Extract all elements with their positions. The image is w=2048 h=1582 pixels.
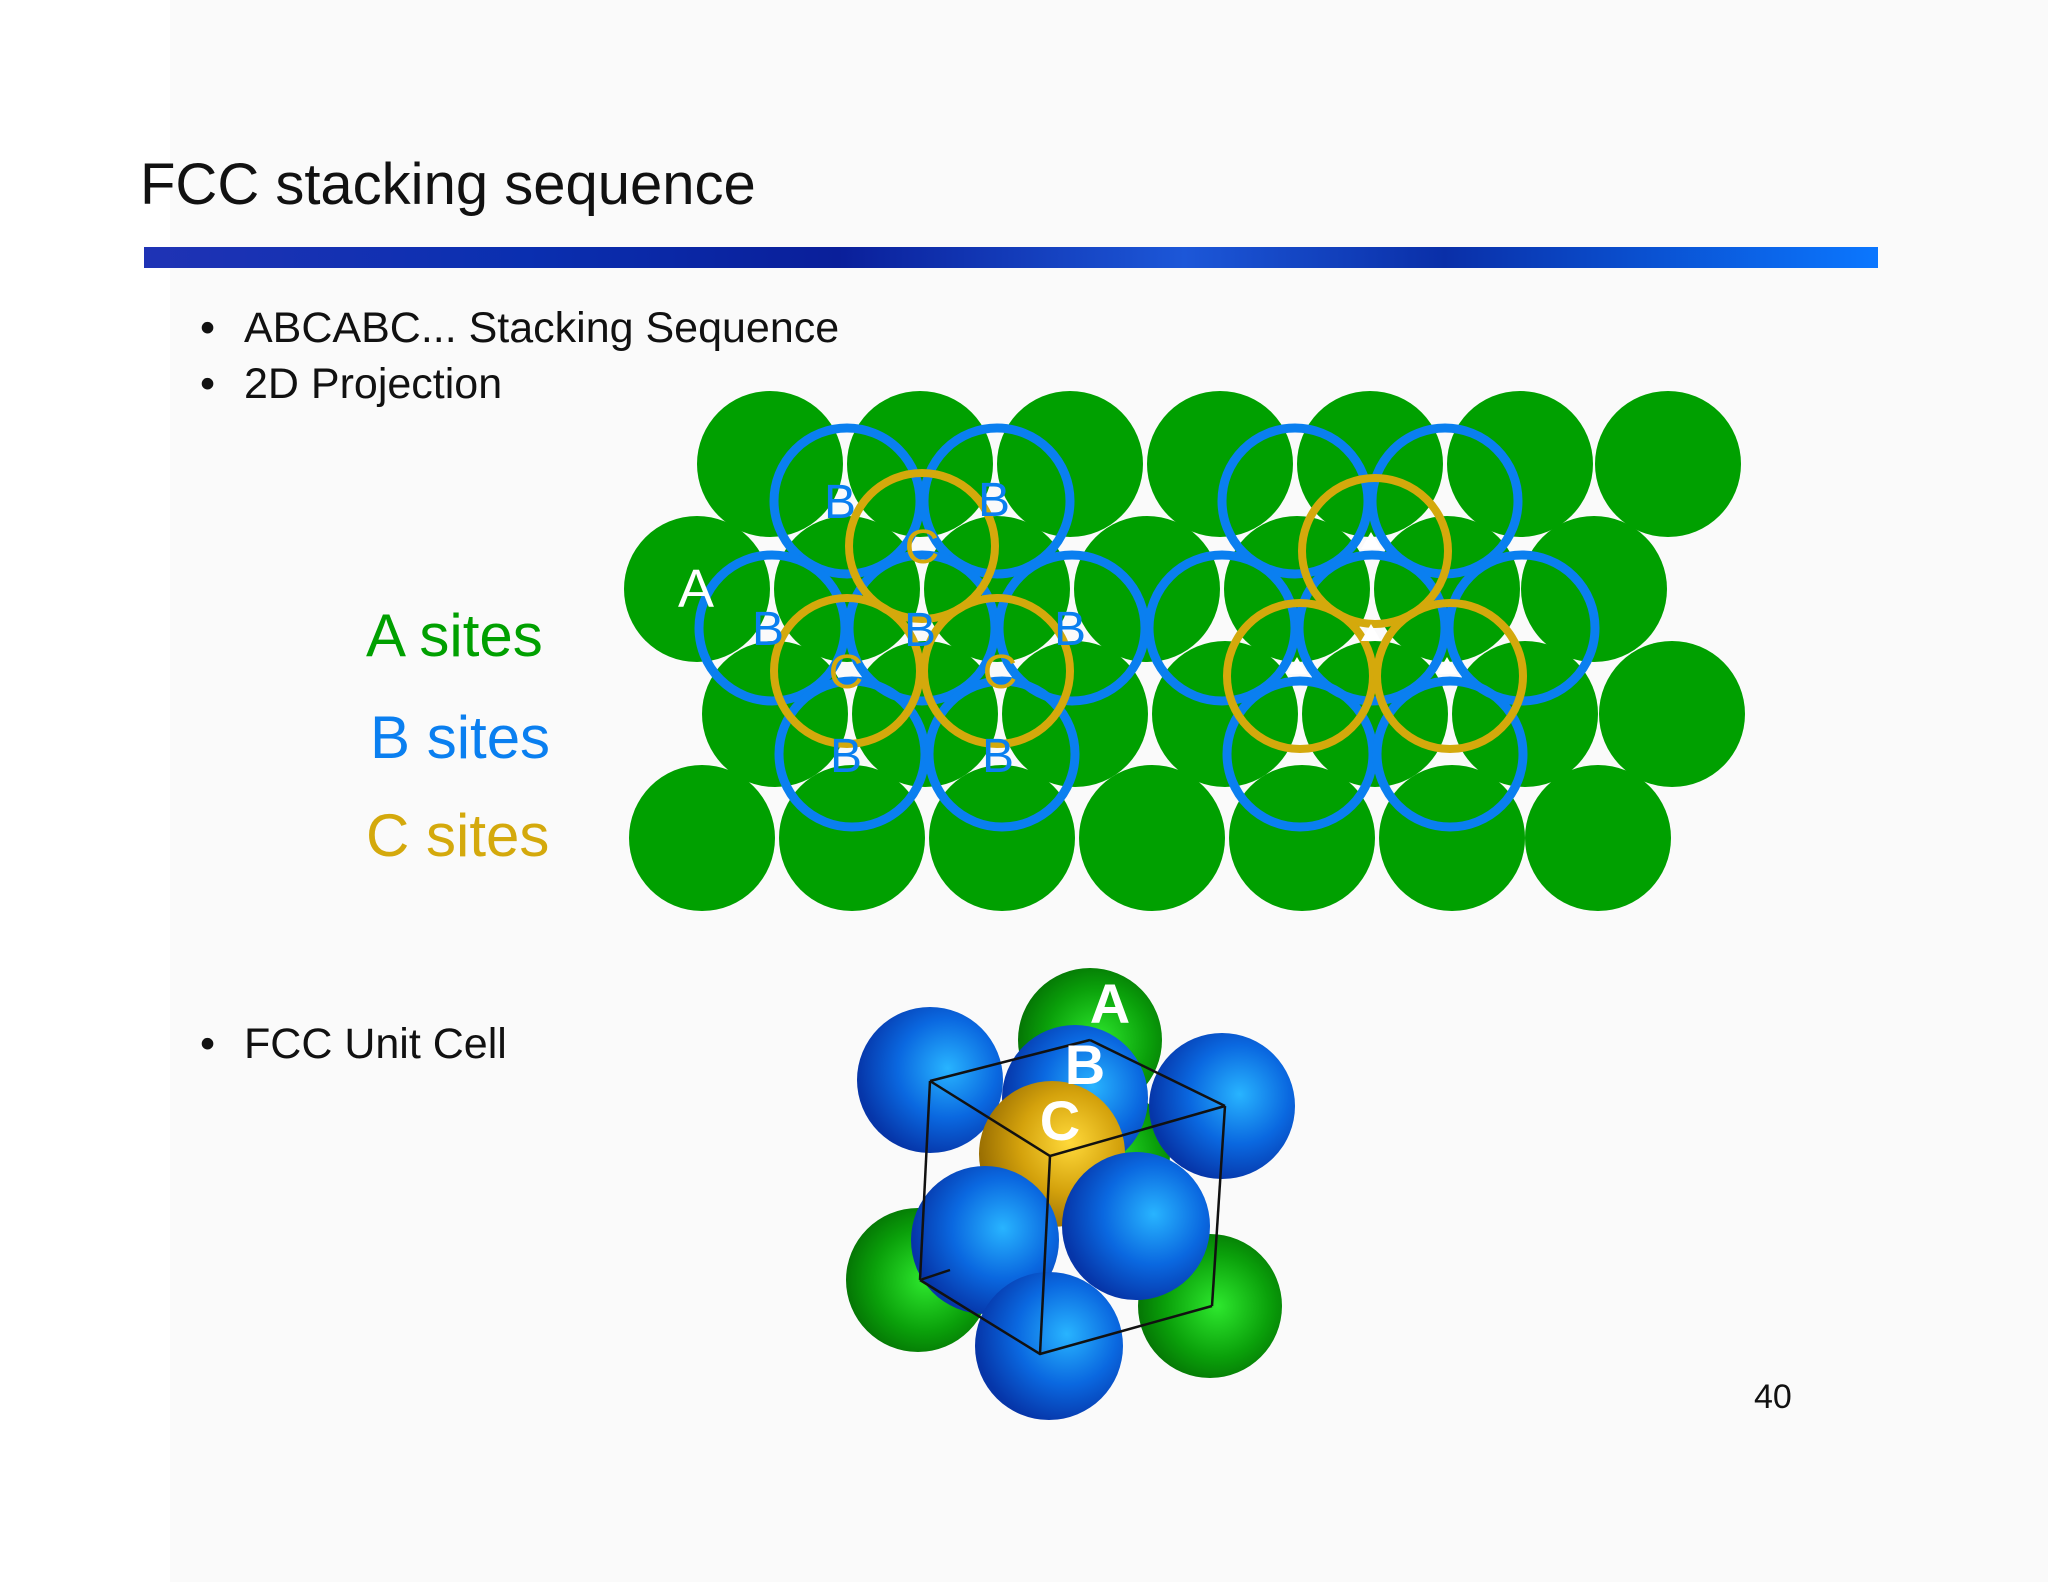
a-site-atom xyxy=(1297,391,1443,537)
legend-b-sites: B sites xyxy=(370,704,551,771)
a-site-atom xyxy=(929,765,1075,911)
a-site-atom xyxy=(702,641,848,787)
a-site-atom xyxy=(697,391,843,537)
triangle-marker xyxy=(1437,657,1457,674)
bullet-2d-projection: 2D Projection xyxy=(200,356,839,412)
a-site-atom xyxy=(1302,641,1448,787)
projection-label-b: B xyxy=(1054,603,1086,656)
unit-cell-label-b: B xyxy=(1065,1033,1105,1096)
a-site-atom xyxy=(1374,516,1520,662)
a-site-atom xyxy=(779,765,925,911)
legend-a-sites: A sites xyxy=(366,602,543,669)
unit-cell-label-c: C xyxy=(1040,1089,1080,1152)
cube-edge xyxy=(919,1268,951,1282)
title-underline-bar xyxy=(144,247,1878,268)
triangle-marker xyxy=(1361,624,1381,641)
a-site-atom xyxy=(1525,765,1671,911)
projection-triangle-markers xyxy=(1287,532,1457,674)
projection-labels: A B B B B B B B C C C xyxy=(678,474,1086,783)
a-site-atom xyxy=(1074,516,1220,662)
projection-label-c: C xyxy=(829,646,864,699)
a-site-atom xyxy=(1079,765,1225,911)
projection-label-b: B xyxy=(824,476,856,529)
c-site-ring xyxy=(920,594,1074,748)
a-site-atom xyxy=(629,765,775,911)
triangle-marker xyxy=(1361,532,1381,549)
projection-label-b: B xyxy=(978,474,1010,527)
projection-label-c: C xyxy=(905,521,940,574)
bullet-fcc-unit-cell: FCC Unit Cell xyxy=(200,1016,507,1072)
a-site-atom xyxy=(774,516,920,662)
a-site-atom xyxy=(1521,516,1667,662)
unit-cell-b-atom xyxy=(1062,1152,1210,1300)
cube-edge xyxy=(1038,1155,1052,1355)
c-site-ring xyxy=(1373,599,1527,753)
a-site-atom xyxy=(997,391,1143,537)
unit-cell-cube-edges xyxy=(918,1038,1227,1356)
projection-label-c: C xyxy=(983,646,1018,699)
b-site-ring xyxy=(1372,676,1528,832)
bullet-list: ABCABC... Stacking Sequence 2D Projectio… xyxy=(200,300,839,412)
cube-edge xyxy=(929,1038,1091,1083)
legend-c-sites: C sites xyxy=(366,802,550,869)
projection-label-b: B xyxy=(904,604,936,657)
projection-label-b: B xyxy=(752,603,784,656)
a-site-atom xyxy=(1599,641,1745,787)
cube-edge xyxy=(1210,1105,1227,1307)
a-site-layer xyxy=(624,391,1745,911)
a-site-atom xyxy=(1229,765,1375,911)
cube-edge xyxy=(918,1080,932,1281)
a-site-atom xyxy=(1147,391,1293,537)
unit-cell-b-atom xyxy=(911,1166,1059,1314)
a-site-atom xyxy=(852,641,998,787)
bullet-stacking-sequence: ABCABC... Stacking Sequence xyxy=(200,300,839,356)
a-site-atom xyxy=(1152,641,1298,787)
cube-edge xyxy=(1089,1038,1226,1108)
a-site-atom xyxy=(1002,641,1148,787)
a-site-atom xyxy=(847,391,993,537)
a-site-atom xyxy=(924,516,1070,662)
triangle-marker xyxy=(1287,657,1307,674)
projection-label-b: B xyxy=(982,730,1014,783)
cube-edge xyxy=(919,1278,1213,1356)
unit-cell-label-a: A xyxy=(1090,972,1130,1035)
a-site-atom xyxy=(624,516,770,662)
b-site-ring xyxy=(919,423,1075,579)
c-site-ring xyxy=(1298,474,1452,628)
a-site-atom xyxy=(1447,391,1593,537)
a-site-atom xyxy=(1595,391,1741,537)
a-site-atom xyxy=(1452,641,1598,787)
page-number: 40 xyxy=(1754,1378,1792,1416)
a-site-atom xyxy=(1379,765,1525,911)
b-site-ring xyxy=(924,676,1080,832)
projection-label-b: B xyxy=(830,730,862,783)
projection-label-a: A xyxy=(678,559,714,619)
unit-cell-labels: A B C xyxy=(1040,972,1130,1152)
bullet-list-lower: FCC Unit Cell xyxy=(200,1016,507,1072)
unit-cell-b-atom xyxy=(975,1272,1123,1420)
a-site-atom xyxy=(1224,516,1370,662)
slide-title: FCC stacking sequence xyxy=(140,152,756,217)
c-site-layer xyxy=(770,469,1527,753)
c-site-ring xyxy=(845,469,999,623)
